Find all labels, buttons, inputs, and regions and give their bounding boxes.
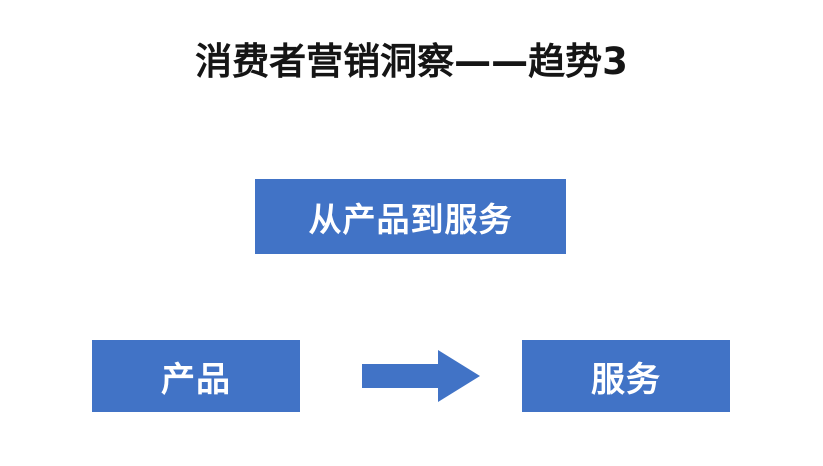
flow-box-product[interactable]: 产品 <box>92 340 300 412</box>
right-arrow-icon <box>362 350 480 402</box>
headline-box-label: 从产品到服务 <box>308 199 513 239</box>
flow-box-service[interactable]: 服务 <box>522 340 730 412</box>
page-title: 消费者营销洞察——趋势3 <box>195 40 628 83</box>
headline-box[interactable]: 从产品到服务 <box>255 179 566 254</box>
flow-box-service-label: 服务 <box>591 359 661 400</box>
flow-box-product-label: 产品 <box>161 359 231 400</box>
